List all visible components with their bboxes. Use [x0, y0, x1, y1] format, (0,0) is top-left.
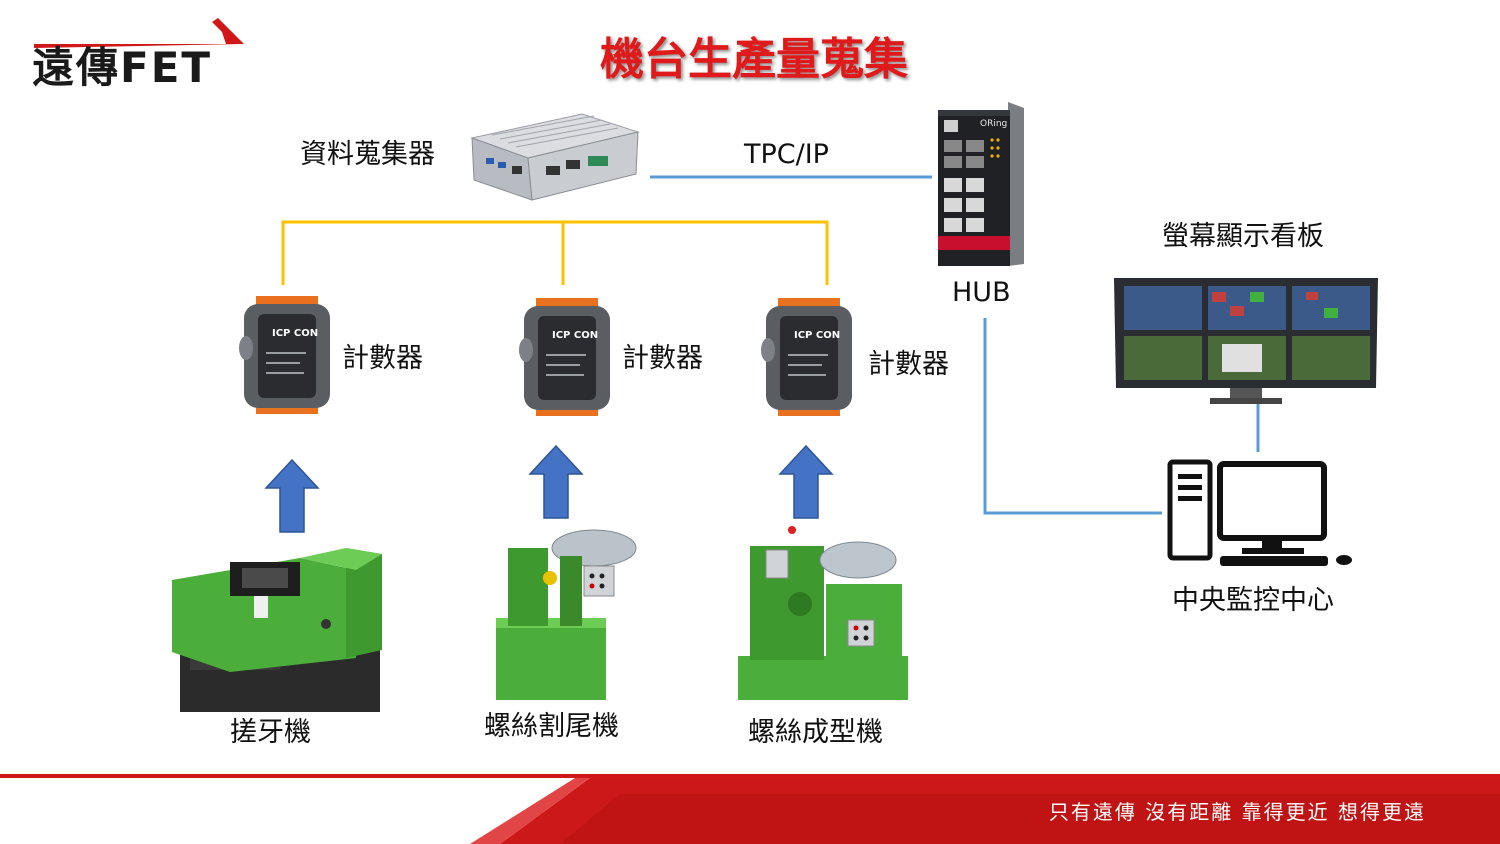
control-center-label: 中央監控中心: [1172, 585, 1334, 616]
machine-label-3: 螺絲成型機: [748, 717, 883, 748]
switch-brand-text: ORing: [980, 119, 1007, 129]
machine-label-2: 螺絲割尾機: [484, 711, 619, 742]
tcpip-label: TPC/IP: [744, 139, 829, 170]
display-wall-icon: [1114, 278, 1378, 404]
screw-forming-machine-icon: [738, 526, 908, 700]
thread-rolling-machine-icon: [172, 548, 382, 712]
counter-brand-text: ICP CON: [272, 328, 318, 339]
collector-label: 資料蒐集器: [300, 139, 435, 170]
logo-text: 遠傳FET: [32, 43, 213, 92]
up-arrow-icon: [528, 444, 584, 519]
up-arrow-icon: [778, 444, 834, 519]
up-arrow-icon: [264, 458, 320, 533]
counter-bus: [281, 220, 829, 285]
counter-device-icon: ICP CON: [239, 296, 330, 414]
screw-slotting-machine-icon: [496, 529, 637, 700]
data-collector-icon: [470, 113, 640, 201]
display-board-label: 螢幕顯示看板: [1162, 221, 1324, 252]
counter-brand-text: ICP CON: [794, 330, 840, 341]
footer-slogan: 只有遠傳 沒有距離 靠得更近 想得更遠: [1048, 800, 1426, 824]
network-switch-icon: ORing: [938, 102, 1024, 266]
fet-logo: 遠傳FET: [30, 14, 250, 92]
counter-label-1: 計數器: [342, 343, 423, 374]
hub-label: HUB: [952, 277, 1011, 308]
computer-icon: [1167, 459, 1352, 566]
counter-label-3: 計數器: [868, 349, 949, 380]
machine-label-1: 搓牙機: [230, 717, 311, 748]
counter-device-icon: ICP CON: [761, 298, 852, 416]
page-title: 機台生產量蒐集: [600, 34, 908, 85]
logo-swoosh-icon: [34, 18, 244, 48]
counter-device-icon: ICP CON: [519, 298, 610, 416]
counter-label-2: 計數器: [622, 343, 703, 374]
hub-to-center-link: [983, 318, 1162, 515]
footer-band: [0, 774, 1500, 844]
counter-brand-text: ICP CON: [552, 330, 598, 341]
